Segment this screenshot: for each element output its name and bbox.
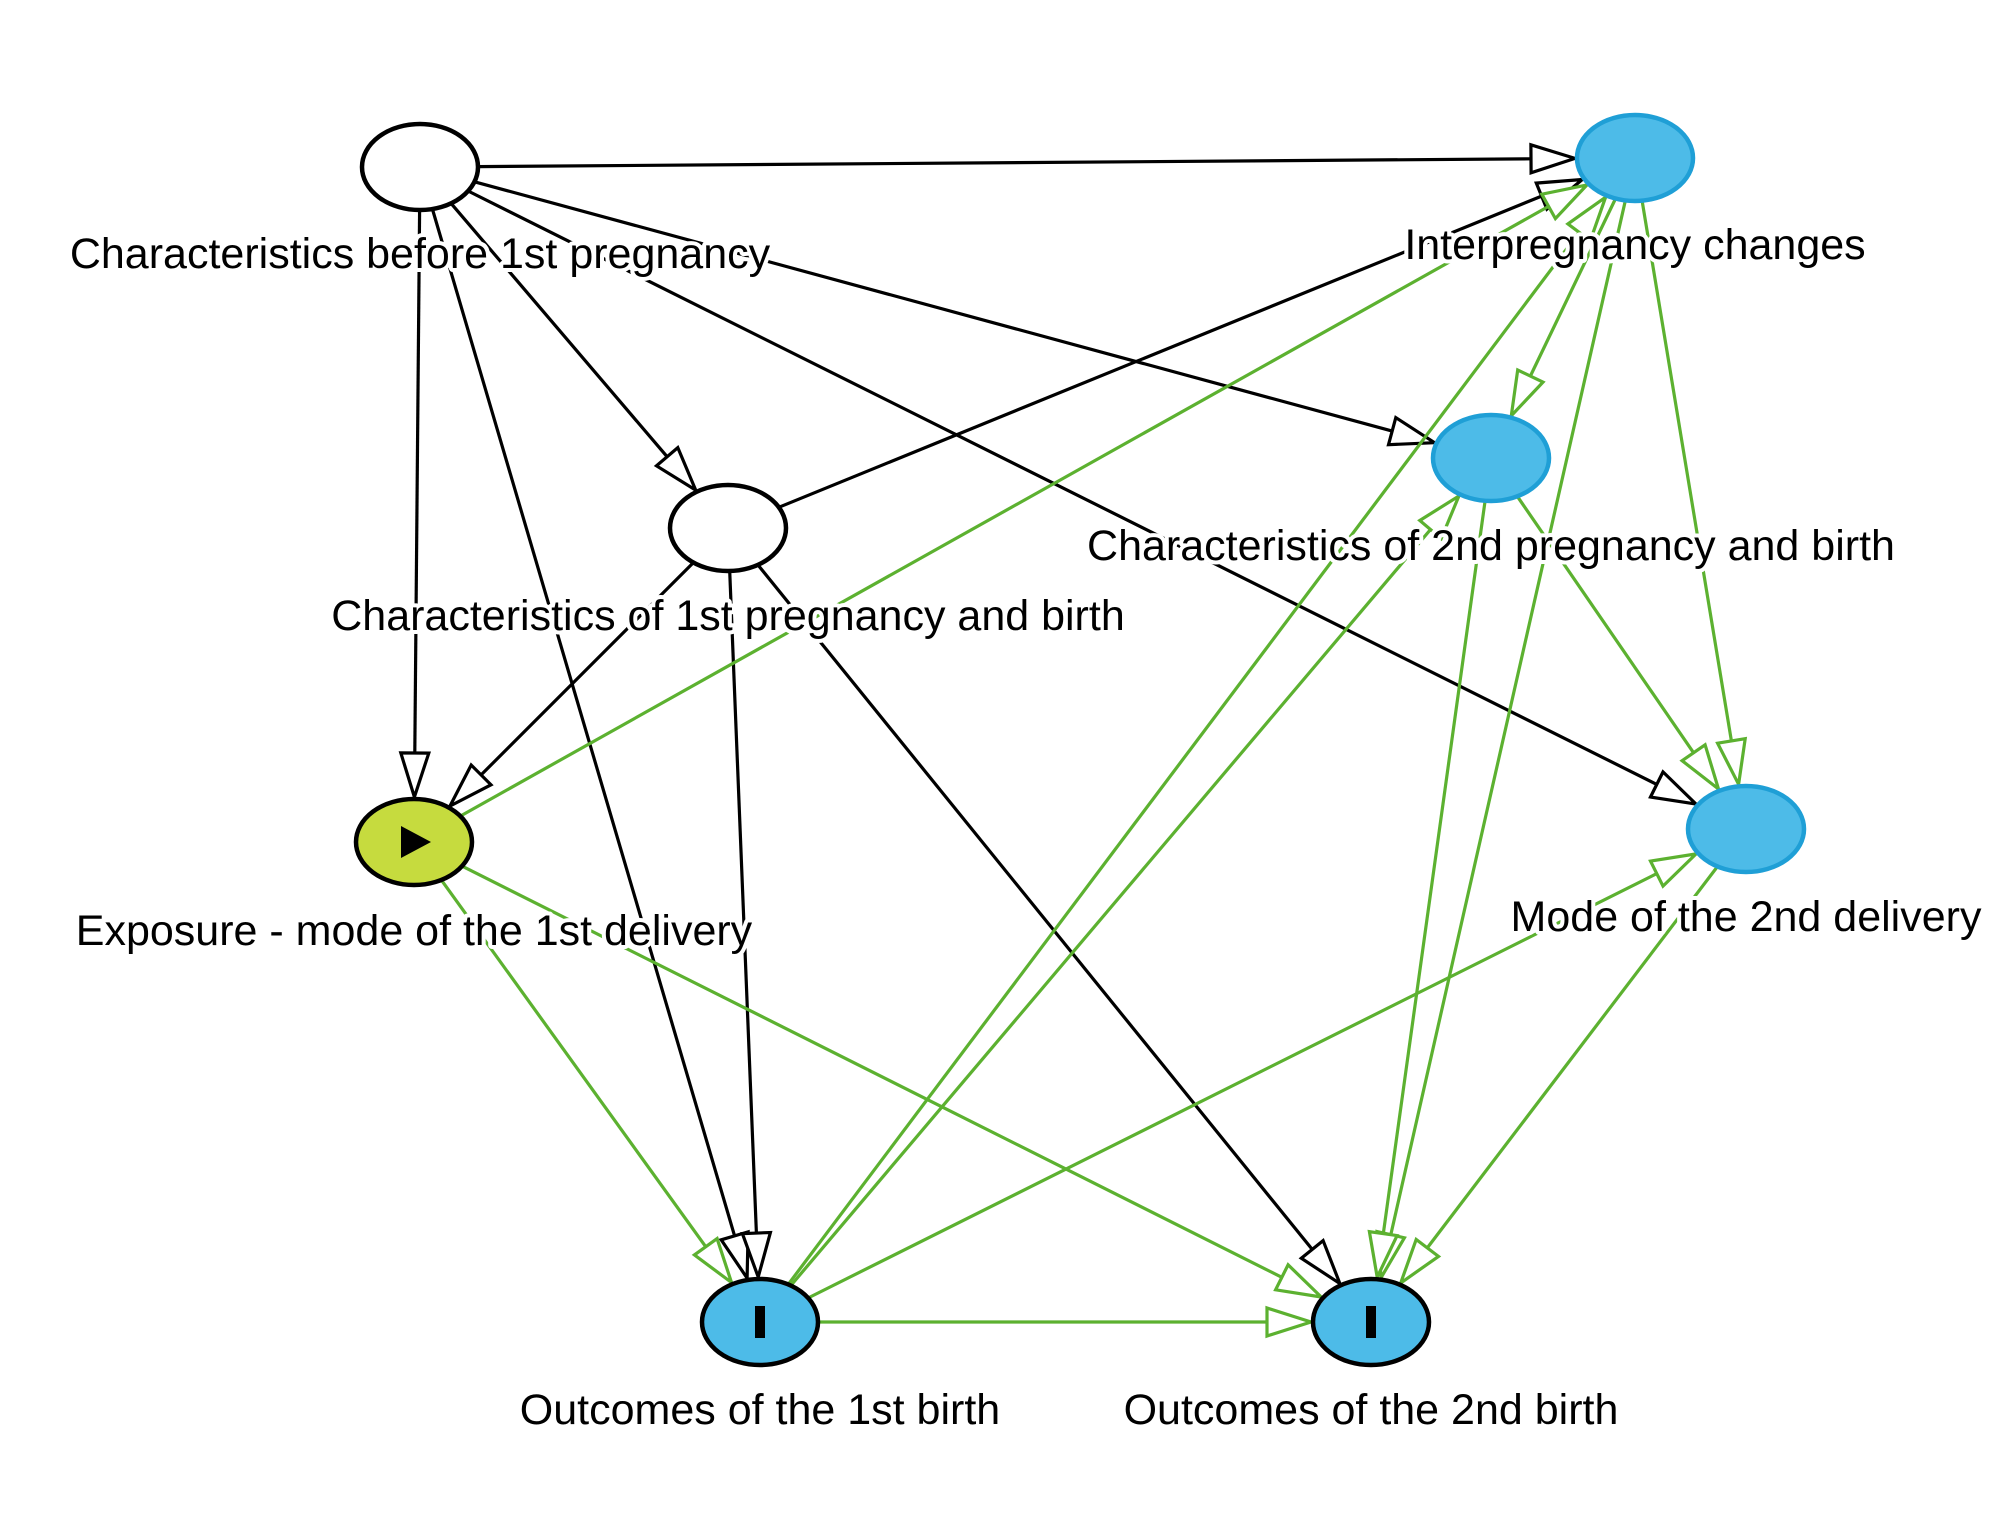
arrowhead-icon [1417, 491, 1463, 542]
edge-out1-to-preg2 [789, 491, 1463, 1287]
edge-out1-to-mode2 [807, 851, 1701, 1300]
edges-layer [398, 142, 1748, 1339]
node-ellipse[interactable] [359, 121, 481, 213]
arrowhead-icon [740, 1230, 773, 1283]
node-label-inter: Interpregnancy changes [1404, 221, 1865, 269]
edge-inter-to-mode2 [1640, 200, 1748, 790]
arrowhead-icon [1509, 367, 1546, 421]
edge-before1-to-inter [477, 142, 1581, 176]
node-inter[interactable] [1574, 112, 1696, 204]
edge-preg1-to-out2 [756, 563, 1344, 1288]
node-mode2[interactable] [1685, 783, 1807, 875]
edge-line [1640, 200, 1733, 742]
edge-line [1528, 197, 1618, 377]
arrowhead-icon [1397, 1236, 1442, 1288]
node-exposure[interactable] [353, 796, 475, 888]
arrowhead-icon [1679, 742, 1722, 794]
arrowhead-icon [446, 762, 494, 810]
edge-line [756, 563, 1314, 1251]
edge-preg2-to-out2 [1367, 500, 1487, 1283]
edge-line [477, 157, 1532, 169]
edge-line [1426, 865, 1719, 1249]
edge-line [430, 208, 737, 1237]
arrowhead-icon [1648, 851, 1701, 889]
node-label-preg2: Characteristics of 2nd pregnancy and bir… [1087, 522, 1895, 570]
arrowhead-icon [1715, 736, 1748, 790]
arrowhead-icon [1298, 1237, 1344, 1288]
edge-line [459, 205, 1550, 818]
node-preg2[interactable] [1430, 412, 1552, 504]
nodes-layer [353, 112, 1807, 1368]
edge-exposure-to-inter [459, 182, 1592, 818]
edge-mode2-to-out2 [1397, 865, 1719, 1288]
arrowhead-icon [1565, 192, 1609, 244]
edge-line [786, 231, 1581, 1286]
arrowhead-icon [1529, 142, 1581, 176]
node-out2[interactable] [1310, 1276, 1432, 1368]
edge-line [413, 209, 422, 754]
outcome-bar-icon [1366, 1306, 1376, 1338]
node-label-preg1: Characteristics of 1st pregnancy and bir… [331, 592, 1125, 640]
edge-line [1389, 200, 1627, 1236]
edge-preg2-to-mode2 [1515, 495, 1722, 794]
edge-before1-to-out1 [430, 208, 750, 1284]
edge-line [474, 180, 1393, 433]
edge-line [1381, 500, 1487, 1234]
edge-out1-to-out2 [818, 1305, 1317, 1339]
edge-line [778, 194, 1543, 509]
node-label-out2: Outcomes of the 2nd birth [1124, 1386, 1619, 1434]
arrowhead-icon [718, 1229, 750, 1284]
edge-line [807, 872, 1658, 1300]
node-preg1[interactable] [667, 482, 789, 574]
edge-out1-to-inter [786, 192, 1609, 1286]
arrowhead-icon [1648, 769, 1701, 807]
edge-line [461, 864, 1283, 1279]
node-ellipse[interactable] [667, 482, 789, 574]
edge-preg1-to-out1 [728, 570, 773, 1283]
edge-exposure-to-out2 [461, 864, 1326, 1300]
edge-line [789, 528, 1432, 1287]
node-ellipse[interactable] [1685, 783, 1807, 875]
node-ellipse[interactable] [1574, 112, 1696, 204]
edge-line [1515, 495, 1695, 754]
edge-inter-to-preg2 [1509, 197, 1618, 421]
play-icon [401, 826, 431, 858]
labels-layer: Characteristics before 1st pregnancyChar… [66, 217, 1986, 1438]
node-out1[interactable] [699, 1276, 821, 1368]
edge-line [479, 561, 695, 777]
edge-line [440, 878, 708, 1248]
edge-exposure-to-out1 [440, 878, 735, 1287]
arrowhead-icon [398, 751, 432, 803]
arrowhead-icon [691, 1236, 735, 1287]
edge-line [449, 202, 669, 458]
edge-inter-to-out2 [1375, 200, 1627, 1283]
outcome-bar-icon [755, 1306, 765, 1338]
arrowhead-icon [1367, 1229, 1400, 1283]
node-before1[interactable] [359, 121, 481, 213]
arrowhead-icon [1273, 1262, 1326, 1300]
edge-before1-to-preg1 [449, 202, 700, 495]
edge-before1-to-preg2 [474, 180, 1440, 447]
node-label-out1: Outcomes of the 1st birth [520, 1386, 1000, 1434]
node-ellipse[interactable] [1430, 412, 1552, 504]
edge-before1-to-exposure [398, 209, 432, 803]
arrowhead-icon [1539, 182, 1592, 222]
arrowhead-icon [1265, 1305, 1317, 1339]
node-label-before1: Characteristics before 1st pregnancy [70, 230, 771, 278]
edge-line [728, 570, 758, 1234]
node-label-mode2: Mode of the 2nd delivery [1511, 893, 1982, 941]
edge-preg1-to-exposure [446, 561, 695, 810]
node-label-exposure: Exposure - mode of the 1st delivery [76, 907, 753, 955]
arrowhead-icon [653, 444, 700, 495]
